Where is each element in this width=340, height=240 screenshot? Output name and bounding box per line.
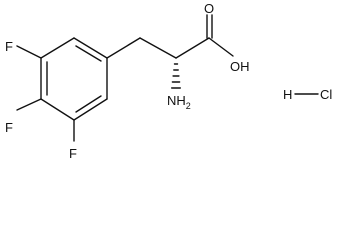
ring-bond <box>73 98 108 121</box>
fluorine-label-upper: F <box>5 39 13 54</box>
amino-subscript: 2 <box>186 101 191 111</box>
chemical-structure-diagram: F F F O OH NH2 H Cl <box>5 1 332 161</box>
ring-double-bond <box>75 45 102 62</box>
benzene-ring <box>40 37 108 121</box>
ring-double-bond <box>75 95 102 113</box>
amino-symbol: NH <box>167 93 186 108</box>
hydroxyl-label: OH <box>230 59 250 74</box>
fluorine-label-lower: F <box>69 146 77 161</box>
carbonyl-oxygen-label: O <box>204 1 214 16</box>
ring-to-ch2-bond <box>106 37 141 59</box>
fluorine-bond-middle <box>16 98 42 111</box>
ring-bond <box>40 37 75 59</box>
stereo-hashed-wedge <box>170 63 182 89</box>
hydroxyl-bond <box>208 37 234 57</box>
ch2-to-alpha-carbon-bond <box>139 37 177 59</box>
alpha-carbon-to-carboxyl-bond <box>175 37 210 59</box>
fluorine-bond-upper <box>16 45 42 59</box>
ring-bond <box>73 37 108 59</box>
hydrogen-label: H <box>283 87 292 102</box>
amino-label: NH2 <box>167 93 191 111</box>
fluorine-label-middle: F <box>5 120 13 135</box>
ring-bond <box>40 98 75 121</box>
chlorine-label: Cl <box>320 87 332 102</box>
